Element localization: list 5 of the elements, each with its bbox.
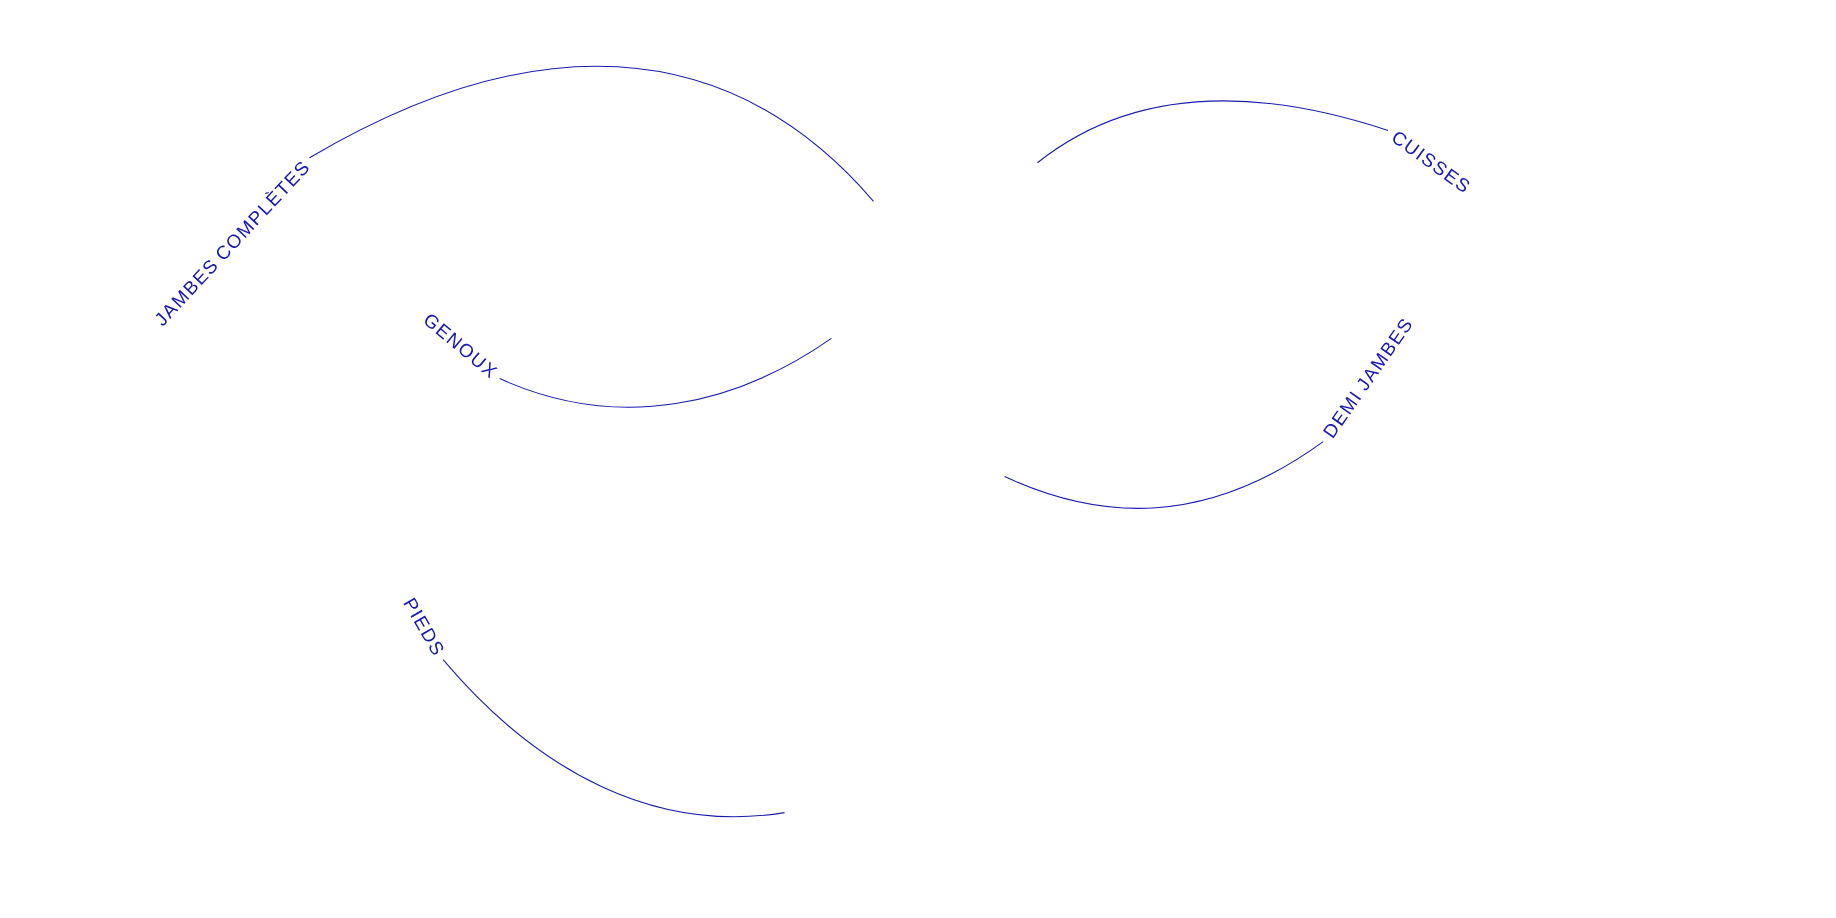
- leader-line: [309, 66, 875, 202]
- leader-line: [1036, 100, 1389, 164]
- leader-line: [499, 337, 832, 408]
- leader-line: [1004, 441, 1324, 509]
- leader-line: [442, 659, 786, 817]
